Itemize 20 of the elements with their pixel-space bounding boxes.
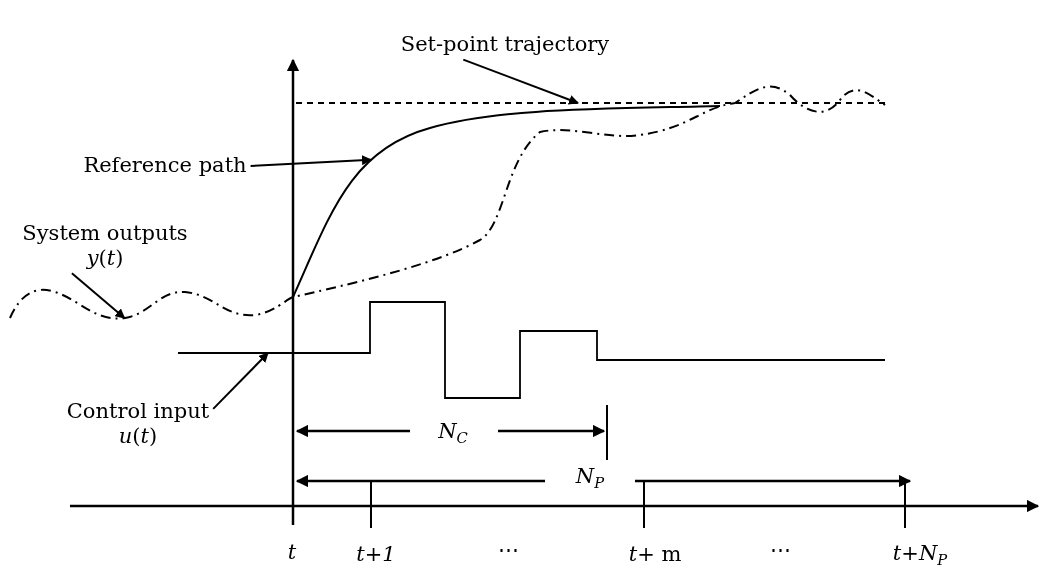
leader-arrow — [70, 272, 126, 320]
tick-label: t — [287, 540, 297, 566]
callout-text: Set-point trajectory — [400, 32, 610, 58]
output-curve — [9, 85, 886, 320]
leader-arrow — [462, 58, 579, 105]
tick-label: t+1 — [356, 542, 396, 568]
dimension-label: N$_{P}$ — [575, 464, 605, 492]
ellipsis-label: ⋯ — [497, 538, 519, 564]
callout-text: Reference path — [83, 153, 247, 179]
leader-arrow — [249, 155, 372, 167]
callout-text: u(t) — [117, 424, 159, 450]
tick-label: t+ m — [628, 542, 682, 568]
ellipsis-label: ⋯ — [769, 538, 791, 564]
dimension-label: N$_{C}$ — [438, 419, 468, 447]
callout-text: Control input — [66, 398, 210, 424]
callout-text: System outputs — [22, 220, 188, 246]
input-signal-line — [177, 301, 886, 399]
leader-arrow — [212, 352, 269, 410]
callout-text: y(t) — [85, 246, 125, 272]
tick-label: t+N$_{P}$ — [892, 541, 948, 569]
